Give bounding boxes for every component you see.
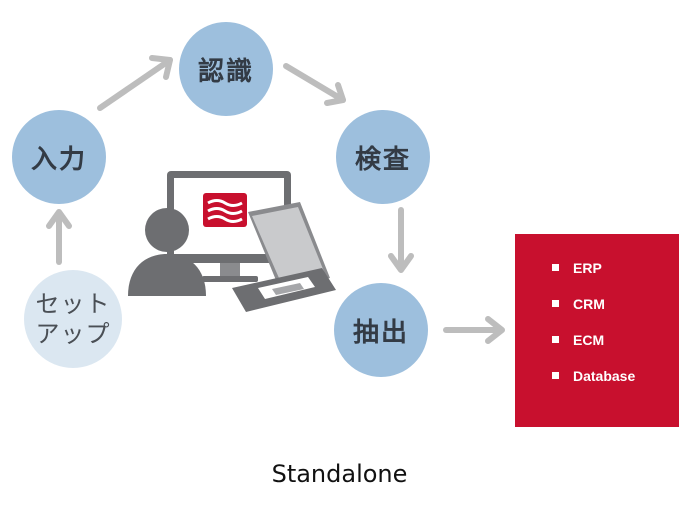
step-setup: セット アップ — [24, 270, 122, 368]
app-logo-icon — [203, 193, 247, 227]
target-item-ecm: ECM — [552, 332, 679, 368]
user-silhouette-icon — [128, 208, 206, 296]
target-label: ECM — [573, 332, 605, 348]
target-item-erp: ERP — [552, 260, 679, 296]
step-input: 入力 — [12, 110, 106, 204]
step-inspection: 検査 — [336, 110, 430, 204]
step-inspection-label: 検査 — [354, 144, 411, 175]
target-item-crm: CRM — [552, 296, 679, 332]
target-item-database: Database — [552, 368, 679, 404]
bullet-icon — [552, 300, 559, 307]
scanner-icon — [232, 202, 336, 312]
target-label: Database — [573, 368, 636, 384]
arrow-input-to-recognition — [97, 57, 173, 111]
step-recognition: 認識 — [179, 22, 273, 116]
step-input-label: 入力 — [30, 144, 87, 175]
bullet-icon — [552, 372, 559, 379]
export-targets-list: ERP CRM ECM Database — [515, 234, 679, 404]
target-label: ERP — [573, 260, 602, 276]
step-extraction: 抽出 — [334, 283, 428, 377]
target-label: CRM — [573, 296, 605, 312]
step-extraction-label: 抽出 — [352, 317, 409, 348]
step-setup-label-line2: アップ — [35, 320, 111, 348]
bullet-icon — [552, 336, 559, 343]
diagram-caption: Standalone — [271, 460, 408, 488]
bullet-icon — [552, 264, 559, 271]
step-recognition-label: 認識 — [197, 56, 254, 87]
export-targets-box: ERP CRM ECM Database — [515, 234, 679, 427]
arrow-recognition-to-inspection — [283, 63, 346, 103]
step-setup-label-line1: セット — [35, 290, 111, 318]
